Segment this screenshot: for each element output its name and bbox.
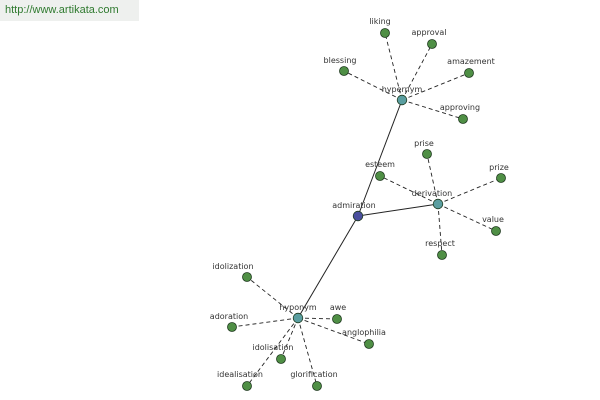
edge-hyponym-awe bbox=[297, 317, 338, 320]
edge-admiration-hyponym bbox=[297, 215, 359, 319]
leaf-node-label-glorification: glorification bbox=[290, 370, 337, 379]
edge-hypernym-blessing bbox=[343, 70, 403, 101]
leaf-node-label-prise: prise bbox=[414, 139, 434, 148]
leaf-node-label-blessing: blessing bbox=[324, 56, 357, 65]
edge-hypernym-approving bbox=[401, 99, 464, 120]
hub-node-label-hyponym: hyponym bbox=[279, 303, 317, 312]
leaf-node-idolization[interactable] bbox=[242, 272, 252, 282]
leaf-node-label-idealisation: idealisation bbox=[217, 370, 263, 379]
edge-derivation-respect bbox=[437, 203, 443, 256]
leaf-node-label-approving: approving bbox=[440, 103, 480, 112]
edge-hyponym-idealisation bbox=[246, 317, 299, 387]
leaf-node-label-anglophilia: anglophilia bbox=[342, 328, 386, 337]
hub-node-derivation[interactable] bbox=[432, 198, 444, 210]
leaf-node-label-liking: liking bbox=[369, 17, 390, 26]
leaf-node-approval[interactable] bbox=[427, 39, 437, 49]
edge-derivation-value bbox=[437, 203, 497, 232]
edge-derivation-prize bbox=[437, 177, 502, 205]
leaf-node-label-adoration: adoration bbox=[210, 312, 248, 321]
leaf-node-blessing[interactable] bbox=[339, 66, 349, 76]
edge-hypernym-liking bbox=[384, 32, 403, 101]
hub-node-label-hypernym: hypernym bbox=[382, 85, 423, 94]
leaf-node-liking[interactable] bbox=[380, 28, 390, 38]
leaf-node-label-esteem: esteem bbox=[365, 160, 395, 169]
center-node-label-admiration: admiration bbox=[332, 201, 376, 210]
leaf-node-approving[interactable] bbox=[458, 114, 468, 124]
leaf-node-adoration[interactable] bbox=[227, 322, 237, 332]
hub-node-hypernym[interactable] bbox=[396, 94, 408, 106]
leaf-node-idolisation[interactable] bbox=[276, 354, 286, 364]
leaf-node-esteem[interactable] bbox=[375, 171, 385, 181]
hub-node-label-derivation: derivation bbox=[412, 189, 452, 198]
site-link[interactable]: http://www.artikata.com bbox=[0, 0, 139, 21]
leaf-node-prise[interactable] bbox=[422, 149, 432, 159]
leaf-node-label-respect: respect bbox=[425, 239, 455, 248]
leaf-node-label-awe: awe bbox=[330, 303, 346, 312]
edge-hyponym-glorification bbox=[297, 317, 318, 387]
leaf-node-label-value: value bbox=[482, 215, 504, 224]
leaf-node-prize[interactable] bbox=[496, 173, 506, 183]
edge-hypernym-approval bbox=[401, 43, 433, 101]
leaf-node-idealisation[interactable] bbox=[242, 381, 252, 391]
edge-hyponym-idolization bbox=[246, 276, 299, 319]
leaf-node-amazement[interactable] bbox=[464, 68, 474, 78]
edge-derivation-esteem bbox=[379, 175, 439, 205]
leaf-node-anglophilia[interactable] bbox=[364, 339, 374, 349]
leaf-node-value[interactable] bbox=[491, 226, 501, 236]
leaf-node-glorification[interactable] bbox=[312, 381, 322, 391]
leaf-node-respect[interactable] bbox=[437, 250, 447, 260]
leaf-node-label-idolization: idolization bbox=[212, 262, 253, 271]
leaf-node-label-amazement: amazement bbox=[447, 57, 495, 66]
edge-hypernym-amazement bbox=[401, 72, 470, 101]
center-node-admiration[interactable] bbox=[352, 210, 364, 222]
edge-hyponym-anglophilia bbox=[297, 317, 370, 345]
edge-hyponym-idolisation bbox=[280, 317, 299, 360]
edge-admiration-derivation bbox=[357, 203, 439, 217]
leaf-node-label-approval: approval bbox=[412, 28, 447, 37]
hub-node-hyponym[interactable] bbox=[292, 312, 304, 324]
leaf-node-awe[interactable] bbox=[332, 314, 342, 324]
leaf-node-label-prize: prize bbox=[489, 163, 509, 172]
edge-admiration-hypernym bbox=[357, 99, 403, 217]
edge-derivation-prise bbox=[426, 153, 439, 205]
leaf-node-label-idolisation: idolisation bbox=[252, 343, 293, 352]
